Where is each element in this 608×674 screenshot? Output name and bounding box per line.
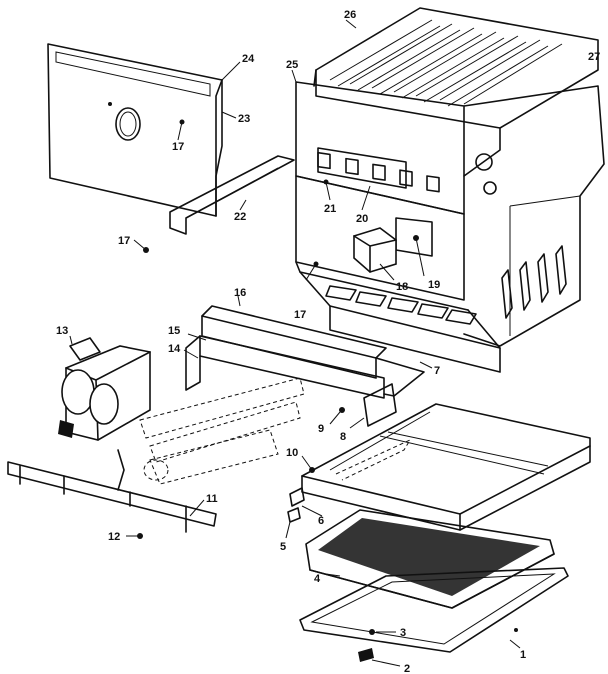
callout-12: 12 bbox=[108, 531, 120, 543]
callout-6: 6 bbox=[318, 515, 324, 527]
callout-27: 27 bbox=[588, 51, 600, 63]
callout-26: 26 bbox=[344, 9, 356, 21]
burner-tray bbox=[185, 305, 425, 427]
callout-15: 15 bbox=[168, 325, 180, 337]
burners bbox=[139, 377, 305, 485]
callout-labels: 1 2 3 4 5 6 7 8 9 10 11 12 13 14 15 16 1… bbox=[56, 9, 600, 674]
callout-17-access-panel: 17 bbox=[172, 141, 184, 153]
callout-21: 21 bbox=[324, 203, 336, 215]
callout-22: 22 bbox=[234, 211, 246, 223]
access-panel bbox=[47, 43, 223, 217]
callout-4: 4 bbox=[314, 573, 321, 585]
callout-17-front-panel: 17 bbox=[294, 309, 306, 321]
callout-13: 13 bbox=[56, 325, 68, 337]
callout-19: 19 bbox=[428, 279, 440, 291]
filter-rack bbox=[287, 403, 591, 531]
base-pan bbox=[299, 567, 569, 662]
callout-8: 8 bbox=[340, 431, 346, 443]
callout-24: 24 bbox=[242, 53, 255, 65]
callout-18: 18 bbox=[396, 281, 408, 293]
heat-exchanger-assembly bbox=[295, 7, 605, 373]
callout-23: 23 bbox=[238, 113, 250, 125]
callout-1: 1 bbox=[520, 649, 526, 661]
gas-valve bbox=[58, 337, 151, 491]
callout-16: 16 bbox=[234, 287, 246, 299]
leader-lines bbox=[69, 19, 599, 667]
callout-14: 14 bbox=[168, 343, 181, 355]
callout-11: 11 bbox=[206, 493, 218, 505]
callout-3: 3 bbox=[400, 627, 406, 639]
filter bbox=[305, 509, 555, 609]
callout-7: 7 bbox=[434, 365, 440, 377]
callout-2: 2 bbox=[404, 663, 410, 674]
manifold-pipe bbox=[7, 461, 217, 539]
callout-9: 9 bbox=[318, 423, 324, 435]
callout-5: 5 bbox=[280, 541, 286, 553]
callout-25: 25 bbox=[286, 59, 298, 71]
callout-20: 20 bbox=[356, 213, 368, 225]
callout-17-bracket: 17 bbox=[118, 235, 130, 247]
callout-10: 10 bbox=[286, 447, 298, 459]
